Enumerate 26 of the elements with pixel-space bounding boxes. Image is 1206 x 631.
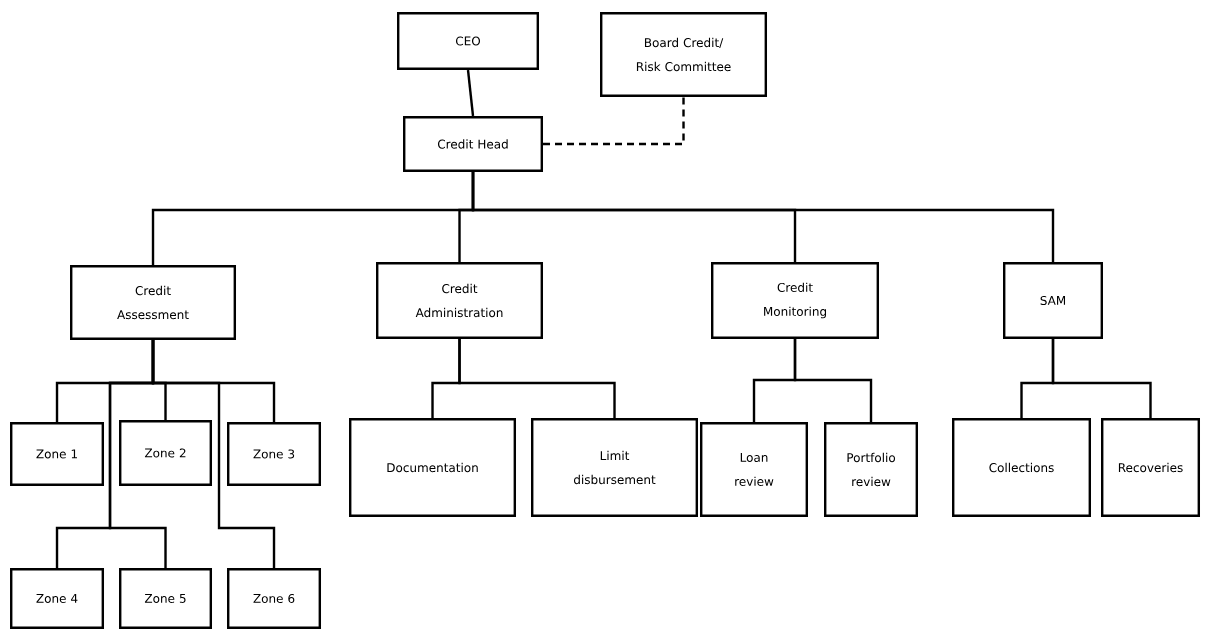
org-box: Zone 3	[227, 422, 321, 486]
connector-line	[151, 340, 276, 568]
connector-line	[466, 69, 475, 117]
connector-line	[471, 172, 1055, 262]
org-box: Credit Monitoring	[711, 262, 879, 339]
org-box: Recoveries	[1101, 418, 1200, 517]
connector-line	[1051, 339, 1152, 418]
org-box: Credit Administration	[376, 262, 543, 339]
org-box: SAM	[1003, 262, 1103, 339]
org-box: Zone 4	[10, 568, 104, 629]
org-box: Zone 5	[119, 568, 212, 629]
connector-line	[458, 339, 616, 418]
org-box: Collections	[952, 418, 1091, 517]
connector-line	[543, 97, 685, 146]
org-box: Zone 1	[10, 422, 104, 486]
org-box: CEO	[397, 12, 539, 70]
org-box: Documentation	[349, 418, 516, 517]
org-box: Limit disbursement	[531, 418, 698, 517]
org-box: Portfolio review	[824, 422, 918, 517]
org-box: Zone 2	[119, 420, 212, 486]
connector-line	[793, 339, 873, 422]
org-box: Loan review	[700, 422, 808, 517]
org-box: Credit Head	[403, 116, 543, 172]
org-box: Board Credit/ Risk Committee	[600, 12, 767, 97]
org-box: Zone 6	[227, 568, 321, 629]
org-box: Credit Assessment	[70, 265, 236, 340]
